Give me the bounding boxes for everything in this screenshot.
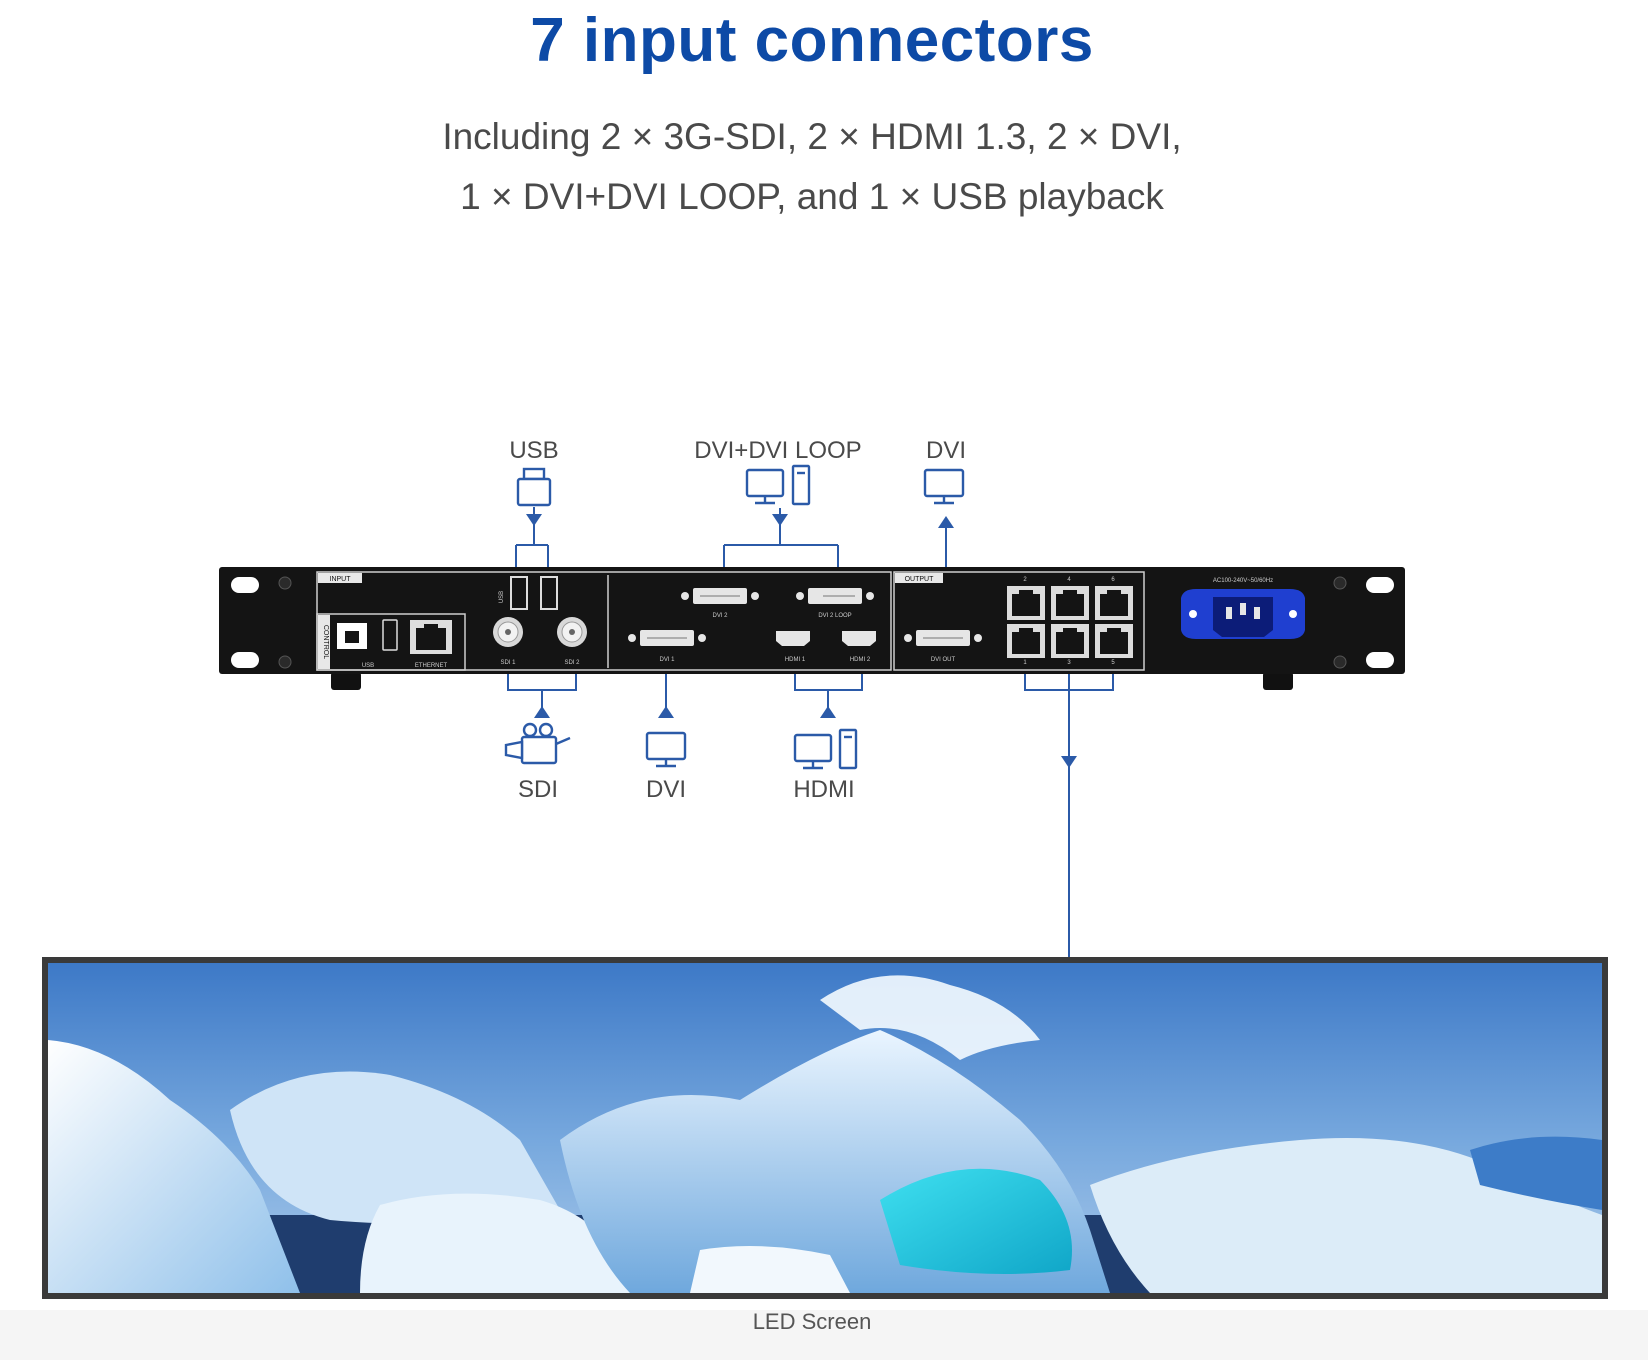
port-label-1: 1 <box>1023 660 1027 666</box>
rj45-port-icon <box>1007 586 1045 620</box>
usb-a-port-icon <box>510 576 528 610</box>
arrowheads <box>526 514 1077 768</box>
ethernet-label: ETHERNET <box>415 663 448 669</box>
rj45-port-icon <box>1051 624 1089 658</box>
hdmi-port-icon <box>776 631 810 646</box>
video-processor-rear-panel: INPUT OUTPUT CONTROL USB ETHERNET USB SD… <box>219 567 1405 690</box>
rj45-port-icon <box>1095 624 1133 658</box>
callout-usb: USB <box>509 437 558 464</box>
caption-band <box>0 1310 1648 1360</box>
control-usb-label: USB <box>362 663 374 669</box>
rj45-port-icon <box>1095 586 1133 620</box>
hdmi2-label: HDMI 2 <box>850 657 871 663</box>
callout-sdi: SDI <box>518 776 558 803</box>
ethernet-output-ports <box>1007 586 1133 658</box>
sdi2-label: SDI 2 <box>564 660 580 666</box>
port-label-6: 6 <box>1111 577 1115 583</box>
hdmi1-label: HDMI 1 <box>785 657 806 663</box>
monitor-icon <box>923 468 965 505</box>
usb-b-port-icon <box>337 623 367 649</box>
control-section-label: CONTROL <box>322 625 329 659</box>
dvi-out-label: DVI OUT <box>931 657 956 663</box>
port-label-5: 5 <box>1111 660 1115 666</box>
dvi1-label: DVI 1 <box>659 657 675 663</box>
monitor-icon <box>645 731 687 768</box>
usb-playback-label: USB <box>499 591 505 603</box>
callout-dvi-in: DVI <box>646 776 686 803</box>
port-label-4: 4 <box>1067 577 1071 583</box>
computer-tower-icon <box>745 464 811 506</box>
dvi2-loop-label: DVI 2 LOOP <box>818 613 851 619</box>
ice-landscape <box>48 975 1602 1293</box>
sdi1-label: SDI 1 <box>500 660 516 666</box>
usb-a-port-icon <box>540 576 558 610</box>
bnc-connector-icon <box>557 617 587 647</box>
rj45-port-icon <box>1007 624 1045 658</box>
hdmi-port-icon <box>842 631 876 646</box>
subtitle-line-2: 1 × DVI+DVI LOOP, and 1 × USB playback <box>460 176 1164 217</box>
power-rating-label: AC100-240V~50/60Hz <box>1213 578 1273 584</box>
port-label-3: 3 <box>1067 660 1071 666</box>
video-camera-icon <box>504 722 571 765</box>
usb-stick-icon <box>516 467 552 507</box>
port-label-2: 2 <box>1023 577 1027 583</box>
rj45-port-icon <box>1051 586 1089 620</box>
callout-dvi-out: DVI <box>926 437 966 464</box>
dvi2-label: DVI 2 <box>712 613 728 619</box>
input-section-label: INPUT <box>330 576 352 583</box>
computer-tower-icon <box>793 728 858 770</box>
led-screen <box>42 957 1608 1299</box>
usb-a-port-icon <box>382 619 398 651</box>
callout-hdmi: HDMI <box>793 776 854 803</box>
callout-dvi-loop: DVI+DVI LOOP <box>694 437 861 464</box>
power-inlet-icon <box>1181 589 1305 639</box>
led-screen-caption: LED Screen <box>752 1309 872 1334</box>
subtitle-line-1: Including 2 × 3G-SDI, 2 × HDMI 1.3, 2 × … <box>442 116 1182 157</box>
output-section-label: OUTPUT <box>905 576 935 583</box>
page-title: 7 input connectors <box>530 6 1094 75</box>
bnc-connector-icon <box>493 617 523 647</box>
ethernet-port-icon <box>410 620 452 654</box>
connection-diagram: USB DVI+DVI LOOP DVI SDI DVI HDMI INPUT … <box>42 437 1608 1299</box>
